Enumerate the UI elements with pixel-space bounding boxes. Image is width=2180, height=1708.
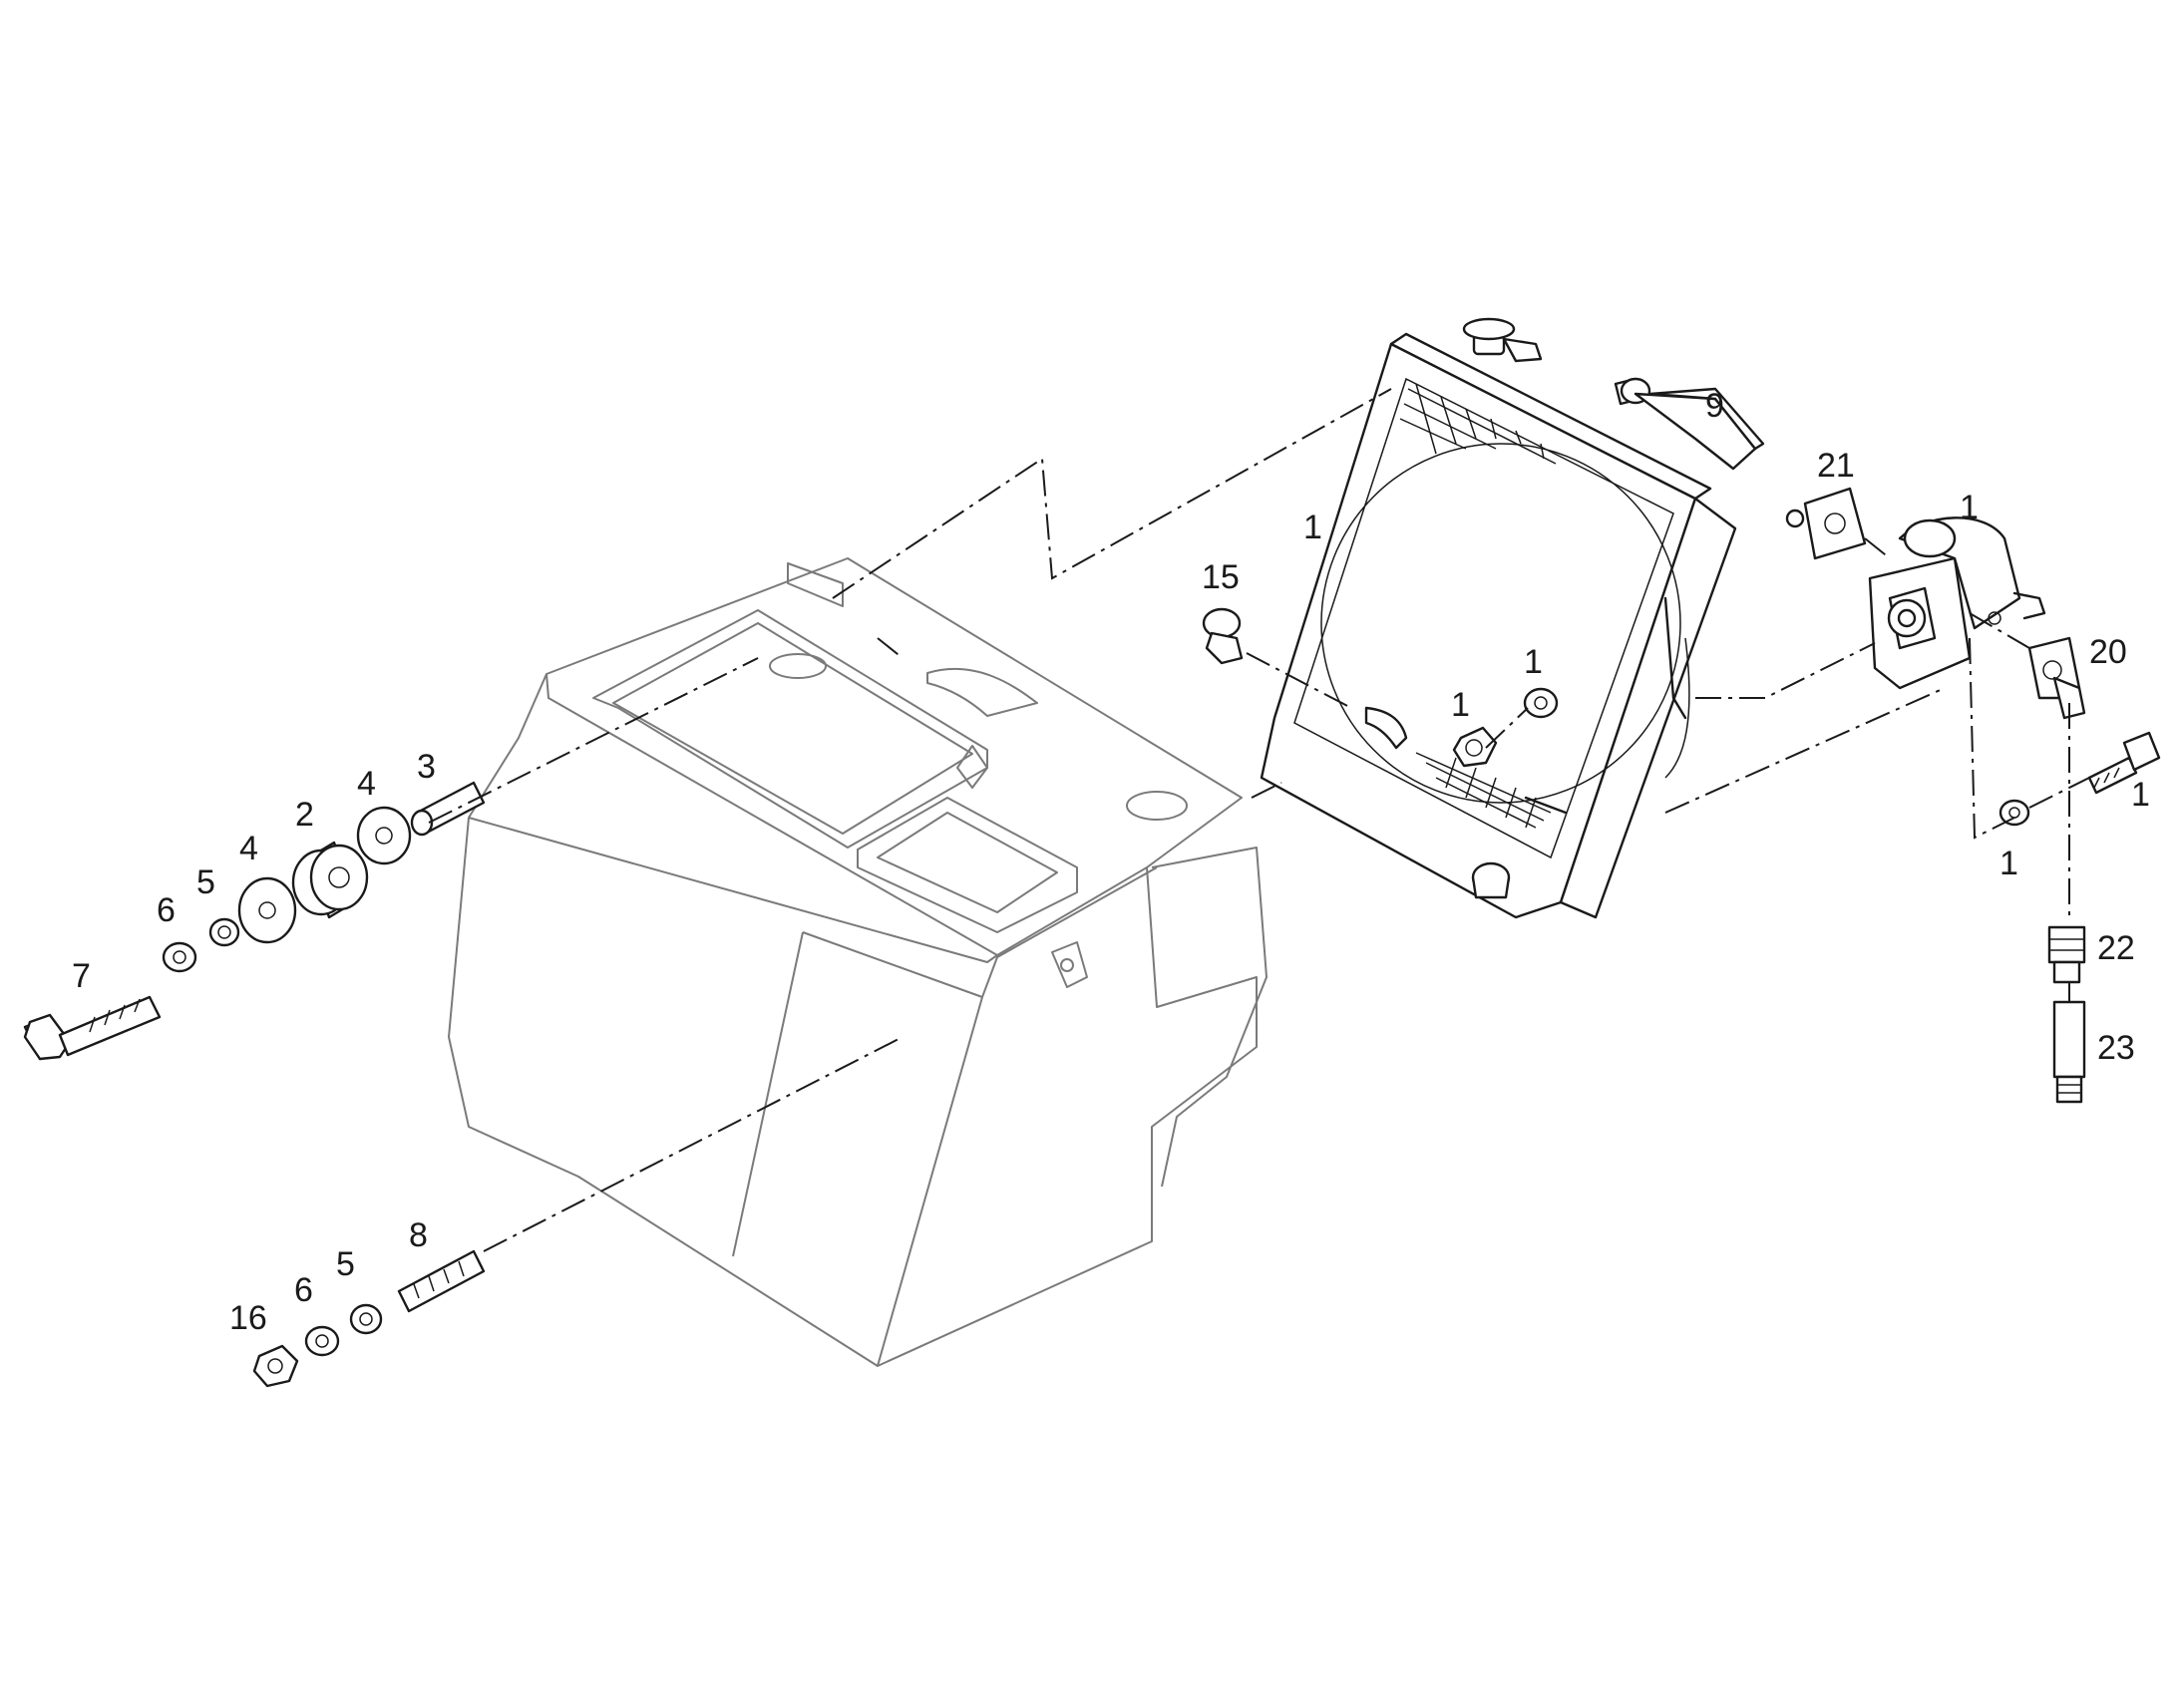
bolt-7	[23, 995, 162, 1061]
hydraulic-pump	[1868, 516, 2046, 690]
washer-5b	[349, 1303, 383, 1335]
flange-21	[1785, 487, 1867, 560]
callout-4: 4	[357, 765, 376, 803]
callout-3: 3	[417, 748, 436, 786]
stud-8	[397, 1249, 486, 1313]
callout-6: 6	[294, 1271, 313, 1309]
callout-6: 6	[157, 891, 176, 929]
nut-16	[252, 1344, 299, 1388]
washer-6a	[162, 941, 197, 973]
washer-6b	[304, 1325, 340, 1357]
callout-1: 1	[1999, 845, 2018, 882]
callout-1: 1	[1524, 643, 1543, 681]
callout-23: 23	[2097, 1029, 2135, 1067]
nut-center	[1452, 726, 1498, 768]
callout-4: 4	[239, 830, 258, 867]
bolt-right	[2087, 731, 2161, 795]
washer-4b	[356, 806, 412, 865]
callout-1: 1	[1451, 686, 1470, 724]
adapter-23	[2052, 1000, 2086, 1104]
callout-labels: 7 6 5 4 2 4 3 16 6 5 8 15 1 1 1 9 21 1 2…	[72, 387, 2150, 1337]
callout-1: 1	[1960, 489, 1979, 526]
callout-1: 1	[1303, 509, 1322, 546]
callout-21: 21	[1817, 447, 1855, 485]
radiator-assembly	[1260, 317, 1765, 919]
elbow-fitting-20	[2027, 636, 2086, 720]
callout-7: 7	[72, 957, 91, 995]
callout-5: 5	[196, 863, 215, 901]
washer-5a	[208, 917, 240, 947]
washer-4a	[237, 876, 297, 944]
plug-15	[1202, 607, 1244, 665]
callout-20: 20	[2089, 633, 2127, 671]
callout-9: 9	[1705, 387, 1724, 425]
sleeve-3	[410, 781, 486, 837]
rubber-mount-2	[291, 841, 369, 919]
callout-1: 1	[2131, 776, 2150, 814]
callout-16: 16	[229, 1299, 267, 1337]
washer-center	[1523, 687, 1559, 719]
center-lines	[428, 388, 2090, 1252]
callout-22: 22	[2097, 929, 2135, 967]
callout-8: 8	[409, 1216, 428, 1254]
callout-2: 2	[295, 796, 314, 834]
callout-5: 5	[336, 1245, 355, 1283]
fitting-22	[2047, 925, 2086, 984]
base-frame	[448, 557, 1268, 1367]
washer-right	[1998, 799, 2030, 827]
callout-15: 15	[1202, 558, 1240, 596]
